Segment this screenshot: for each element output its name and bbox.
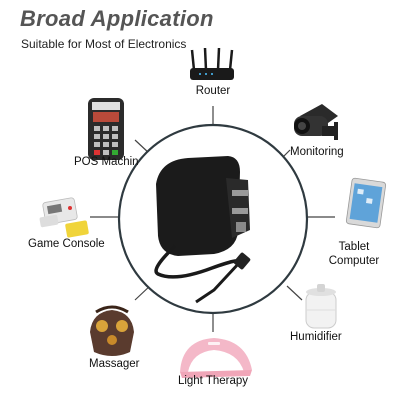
pos-machine-icon [88,98,124,160]
label-tablet-computer: Tablet Computer [328,241,380,267]
security-camera-icon [294,104,338,140]
router-icon [190,47,234,80]
massager-icon [90,305,134,356]
connector-humidifier [286,285,303,301]
page-subtitle: Suitable for Most of Electronics [21,37,187,51]
label-game-console: Game Console [28,238,105,250]
game-console-icon [39,197,89,238]
label-router: Router [195,85,231,97]
label-humidifier: Humidifier [290,331,342,343]
power-adapter-image [154,156,251,304]
label-pos-machine: POS Machin [74,156,139,168]
light-therapy-lamp-icon [180,338,252,378]
tablet-icon [345,177,387,229]
humidifier-icon [305,284,337,329]
page-title: Broad Application [20,6,214,31]
label-monitoring: Monitoring [290,146,344,158]
label-light-therapy: Light Therapy [177,375,249,387]
label-massager: Massager [89,358,140,370]
